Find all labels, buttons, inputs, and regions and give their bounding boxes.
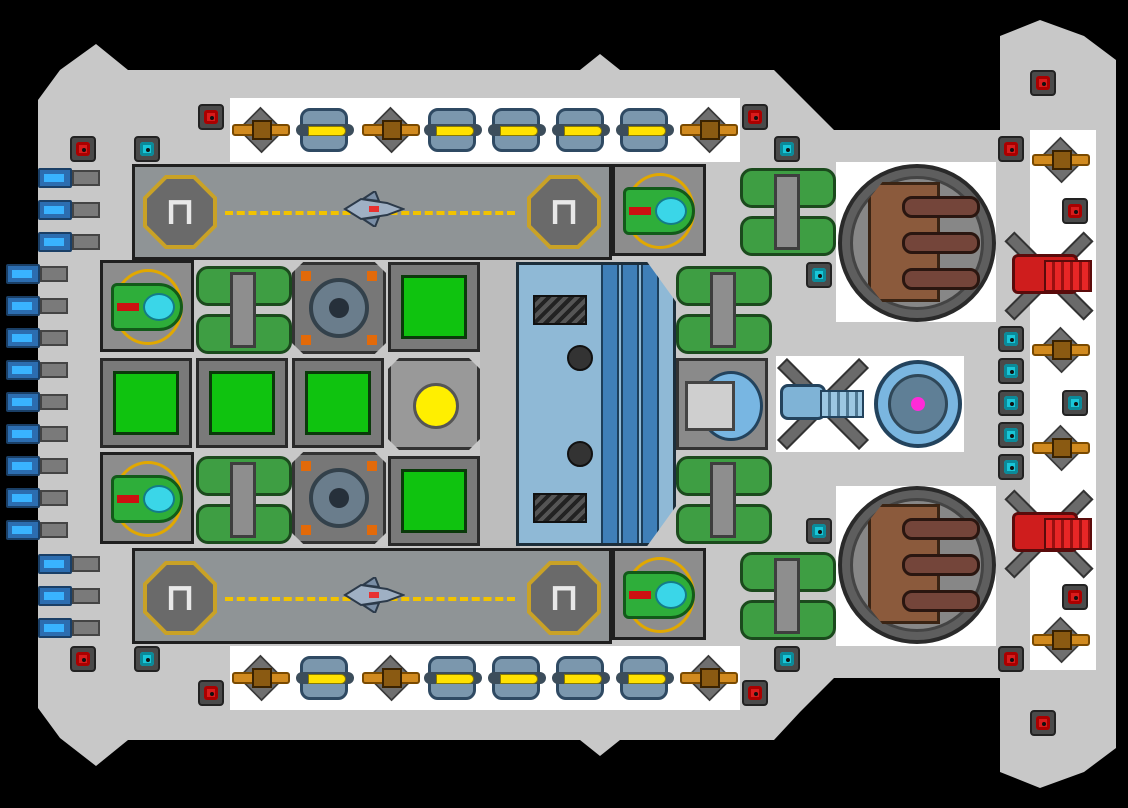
shuttle-icon[interactable] xyxy=(341,191,405,227)
turret-icon[interactable] xyxy=(232,654,290,702)
fuel-tank-icon[interactable] xyxy=(676,452,772,548)
landing-pad-icon: ⊓ xyxy=(527,175,601,249)
battery-cell-icon xyxy=(6,486,68,510)
landing-pad-icon: ⊓ xyxy=(527,561,601,635)
center-spine-floor xyxy=(480,260,520,548)
laser-cannon-icon[interactable] xyxy=(998,228,1094,321)
missile-launcher-icon[interactable] xyxy=(486,654,548,702)
laser-cannon-icon[interactable] xyxy=(998,486,1094,579)
green-room[interactable] xyxy=(100,358,192,448)
red-sensor-icon[interactable] xyxy=(1062,584,1088,610)
battery-cell-icon xyxy=(38,166,100,190)
missile-launcher-icon[interactable] xyxy=(550,106,612,154)
battery-cell-icon xyxy=(6,518,68,542)
missile-launcher-icon[interactable] xyxy=(486,106,548,154)
fighter-bay-icon[interactable] xyxy=(612,164,706,256)
turret-icon[interactable] xyxy=(1032,326,1090,374)
landing-pad-icon: ⊓ xyxy=(143,561,217,635)
battery-cell-icon xyxy=(38,584,100,608)
reactor-icon[interactable] xyxy=(292,452,386,544)
red-sensor-icon[interactable] xyxy=(70,136,96,162)
top-hangar[interactable]: ⊓ ⊓ xyxy=(132,164,612,260)
fighter-bay-icon[interactable] xyxy=(100,452,194,544)
missile-launcher-icon[interactable] xyxy=(614,106,676,154)
fighter-bay-icon[interactable] xyxy=(612,548,706,640)
battery-cell-icon xyxy=(6,454,68,478)
cyan-sensor-icon[interactable] xyxy=(998,358,1024,384)
battery-cell-icon xyxy=(6,326,68,350)
drone-icon[interactable] xyxy=(774,356,869,450)
fuel-tank-icon[interactable] xyxy=(740,548,836,644)
shuttle-icon[interactable] xyxy=(341,577,405,613)
landing-pad-icon: ⊓ xyxy=(143,175,217,249)
cyan-sensor-icon[interactable] xyxy=(134,136,160,162)
battery-cell-icon xyxy=(38,198,100,222)
red-sensor-icon[interactable] xyxy=(1030,70,1056,96)
cyan-sensor-icon[interactable] xyxy=(998,422,1024,448)
turret-icon[interactable] xyxy=(232,106,290,154)
turret-icon[interactable] xyxy=(680,654,738,702)
core-icon[interactable] xyxy=(388,358,480,450)
red-sensor-icon[interactable] xyxy=(198,104,224,130)
reactor-icon[interactable] xyxy=(292,262,386,354)
battery-cell-icon xyxy=(6,262,68,286)
cyan-sensor-icon[interactable] xyxy=(1062,390,1088,416)
battery-cell-icon xyxy=(38,616,100,640)
cyan-sensor-icon[interactable] xyxy=(806,262,832,288)
turret-icon[interactable] xyxy=(1032,424,1090,472)
missile-launcher-icon[interactable] xyxy=(550,654,612,702)
bottom-hangar[interactable]: ⊓ ⊓ xyxy=(132,548,612,644)
cyan-sensor-icon[interactable] xyxy=(806,518,832,544)
missile-launcher-icon[interactable] xyxy=(614,654,676,702)
heavy-cannon-icon[interactable] xyxy=(838,164,996,322)
battery-cell-icon xyxy=(38,552,100,576)
red-sensor-icon[interactable] xyxy=(198,680,224,706)
battery-cell-icon xyxy=(6,390,68,414)
turret-icon[interactable] xyxy=(1032,136,1090,184)
engine-block[interactable] xyxy=(516,262,676,546)
missile-launcher-icon[interactable] xyxy=(422,106,484,154)
airlock-icon[interactable] xyxy=(676,358,768,450)
turret-icon[interactable] xyxy=(1032,616,1090,664)
battery-cell-icon xyxy=(6,422,68,446)
red-sensor-icon[interactable] xyxy=(998,646,1024,672)
red-sensor-icon[interactable] xyxy=(70,646,96,672)
turret-icon[interactable] xyxy=(362,654,420,702)
green-room[interactable] xyxy=(388,262,480,352)
battery-cell-icon xyxy=(6,358,68,382)
red-sensor-icon[interactable] xyxy=(1062,198,1088,224)
red-sensor-icon[interactable] xyxy=(1030,710,1056,736)
shield-generator-icon[interactable] xyxy=(874,360,962,448)
red-sensor-icon[interactable] xyxy=(742,680,768,706)
cyan-sensor-icon[interactable] xyxy=(998,326,1024,352)
battery-cell-icon xyxy=(6,294,68,318)
fuel-tank-icon[interactable] xyxy=(676,262,772,358)
cyan-sensor-icon[interactable] xyxy=(774,646,800,672)
fighter-bay-icon[interactable] xyxy=(100,260,194,352)
fuel-tank-icon[interactable] xyxy=(196,262,292,358)
heavy-cannon-icon[interactable] xyxy=(838,486,996,644)
cyan-sensor-icon[interactable] xyxy=(774,136,800,162)
battery-cell-icon xyxy=(38,230,100,254)
fuel-tank-icon[interactable] xyxy=(740,164,836,260)
turret-icon[interactable] xyxy=(680,106,738,154)
turret-icon[interactable] xyxy=(362,106,420,154)
red-sensor-icon[interactable] xyxy=(998,136,1024,162)
red-sensor-icon[interactable] xyxy=(742,104,768,130)
green-room[interactable] xyxy=(196,358,288,448)
fuel-tank-icon[interactable] xyxy=(196,452,292,548)
green-room[interactable] xyxy=(292,358,384,448)
green-room[interactable] xyxy=(388,456,480,546)
missile-launcher-icon[interactable] xyxy=(294,106,356,154)
cyan-sensor-icon[interactable] xyxy=(998,454,1024,480)
missile-launcher-icon[interactable] xyxy=(294,654,356,702)
cyan-sensor-icon[interactable] xyxy=(998,390,1024,416)
missile-launcher-icon[interactable] xyxy=(422,654,484,702)
cyan-sensor-icon[interactable] xyxy=(134,646,160,672)
